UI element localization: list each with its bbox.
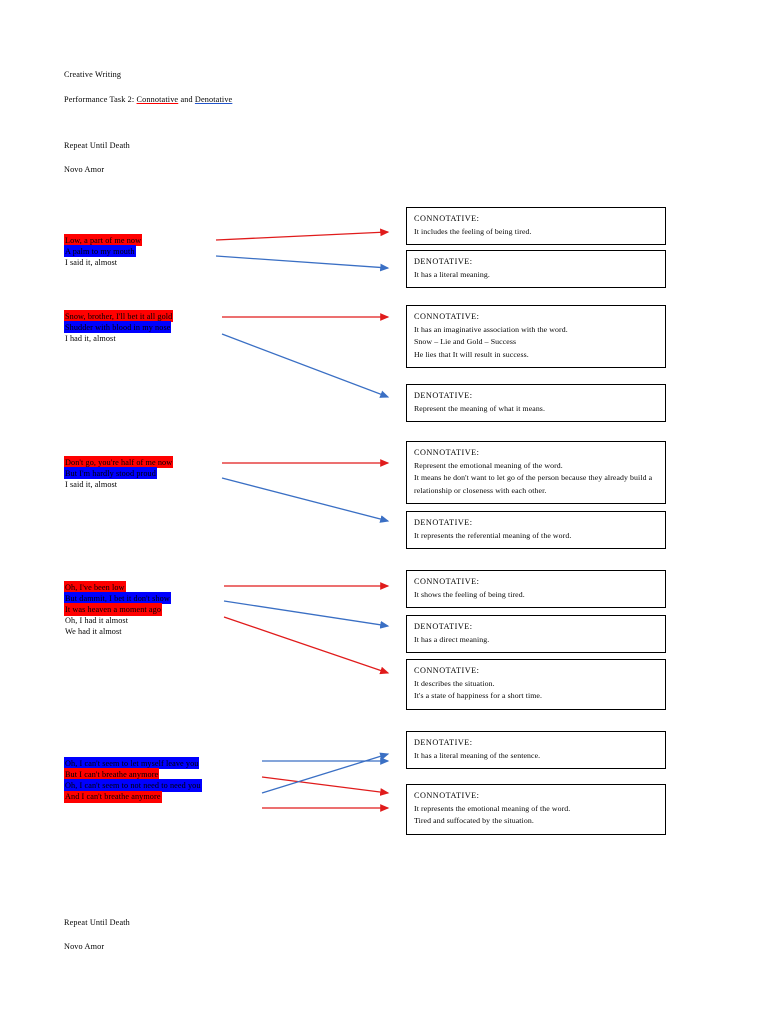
- stanza-5: Oh, I can't seem to let myself leave you…: [64, 757, 202, 803]
- box-title: DENOTATIVE:: [414, 738, 473, 747]
- box-text: It represents the emotional meaning of t…: [414, 803, 571, 813]
- box-title: DENOTATIVE:: [414, 518, 473, 527]
- stanza-4: Oh, I've been low But dammit, I bet it d…: [64, 581, 171, 637]
- arrow-connotative: [223, 616, 390, 675]
- definition-box-connotative: CONNOTATIVE: It shows the feeling of bei…: [406, 570, 666, 608]
- course-title: Creative Writing: [64, 70, 122, 79]
- lyric-line: Oh, I've been low: [64, 581, 171, 594]
- lyric-text: A palm to my mouth: [64, 245, 136, 258]
- lyric-text: Don't go, you're half of me now: [64, 456, 174, 469]
- box-text: It has a direct meaning.: [414, 634, 490, 644]
- arrow-connotative: [261, 776, 390, 796]
- arrow-denotative: [215, 255, 390, 272]
- box-text: Snow – Lie and Gold – Success: [414, 337, 517, 346]
- arrow-denotative: [223, 600, 390, 629]
- box-text: It represents the referential meaning of…: [414, 530, 572, 540]
- box-title: DENOTATIVE:: [414, 622, 473, 631]
- task-conjunction: and: [180, 95, 193, 104]
- box-text: It describes the situation.: [414, 678, 495, 688]
- lyric-text: Shudder with blood in my nose: [64, 321, 172, 334]
- artist-name: Novo Amor: [64, 165, 105, 174]
- box-text: It includes the feeling of being tired.: [414, 226, 532, 236]
- stanza-3: Don't go, you're half of me now But I'm …: [64, 456, 174, 490]
- lyric-text: Oh, I can't seem to let myself leave you: [64, 757, 200, 770]
- lyric-line: But I'm hardly stood proud: [64, 467, 173, 480]
- lyric-line: Low, a part of me now: [64, 234, 143, 247]
- performance-task-line: Performance Task 2: Connotative and Deno…: [64, 95, 232, 105]
- box-title: CONNOTATIVE:: [414, 577, 480, 586]
- definition-box-denotative: DENOTATIVE: It has a literal meaning.: [406, 250, 666, 288]
- lyric-line: Oh, I had it almost: [64, 615, 171, 626]
- lyric-line: And I can't breathe anymore: [64, 790, 202, 803]
- box-text: Tired and suffocated by the situation.: [414, 816, 534, 825]
- song-title: Repeat Until Death: [64, 141, 130, 150]
- lyric-line: Oh, I can't seem to not need to need you: [64, 779, 202, 792]
- box-title: CONNOTATIVE:: [414, 214, 480, 223]
- lyric-text: I said it, almost: [65, 257, 118, 267]
- footer-artist-name: Novo Amor: [64, 942, 105, 951]
- lyric-line: We had it almost: [64, 626, 171, 637]
- lyric-text: Oh, I can't seem to not need to need you: [64, 779, 202, 792]
- lyric-text: But dammit, I bet it don't show: [64, 592, 171, 605]
- lyric-line: But dammit, I bet it don't show: [64, 592, 171, 605]
- lyric-line: A palm to my mouth: [64, 245, 142, 258]
- definition-box-connotative: CONNOTATIVE: It describes the situation.…: [406, 659, 666, 710]
- box-text: It has a literal meaning of the sentence…: [414, 750, 541, 760]
- lyric-line: It was heaven a moment ago: [64, 603, 171, 616]
- box-title: CONNOTATIVE:: [414, 312, 480, 321]
- lyric-text: And I can't breathe anymore: [64, 790, 162, 803]
- lyric-text: It was heaven a moment ago: [64, 603, 163, 616]
- definition-box-connotative: CONNOTATIVE: It includes the feeling of …: [406, 207, 666, 245]
- box-text: He lies that It will result in success.: [414, 349, 529, 359]
- lyric-line: But I can't breathe anymore: [64, 768, 202, 781]
- task-prefix: Performance Task 2:: [64, 95, 135, 104]
- box-title: CONNOTATIVE:: [414, 448, 480, 457]
- arrow-denotative: [261, 752, 390, 794]
- task-term-connotative: Connotative: [136, 95, 179, 104]
- lyric-text: Snow, brother, I'll bet it all gold: [64, 310, 174, 323]
- definition-box-connotative: CONNOTATIVE: It represents the emotional…: [406, 784, 666, 835]
- definition-box-denotative: DENOTATIVE: It has a direct meaning.: [406, 615, 666, 653]
- lyric-text: Oh, I've been low: [64, 581, 126, 594]
- box-text: Represent the meaning of what it means.: [414, 403, 545, 413]
- lyric-line: Oh, I can't seem to let myself leave you: [64, 757, 202, 770]
- arrow-denotative: [221, 333, 390, 398]
- lyric-line: Don't go, you're half of me now: [64, 456, 174, 469]
- lyric-text: But I can't breathe anymore: [64, 768, 160, 781]
- box-text: It's a state of happiness for a short ti…: [414, 691, 543, 700]
- lyric-text: Oh, I had it almost: [65, 616, 129, 626]
- lyric-line: I said it, almost: [64, 256, 142, 267]
- box-text: It has a literal meaning.: [414, 269, 490, 279]
- definition-box-denotative: DENOTATIVE: Represent the meaning of wha…: [406, 384, 666, 422]
- lyric-line: I said it, almost: [64, 478, 173, 489]
- arrow-connotative: [215, 228, 390, 241]
- box-title: DENOTATIVE:: [414, 257, 473, 266]
- box-title: DENOTATIVE:: [414, 391, 473, 400]
- definition-box-connotative: CONNOTATIVE: It has an imaginative assoc…: [406, 305, 666, 368]
- definition-box-connotative: CONNOTATIVE: Represent the emotional mea…: [406, 441, 666, 504]
- footer-song-title: Repeat Until Death: [64, 918, 130, 927]
- box-title: CONNOTATIVE:: [414, 666, 480, 675]
- lyric-line: Shudder with blood in my nose: [64, 321, 173, 334]
- lyric-line: I had it, almost: [64, 332, 173, 343]
- lyric-text: We had it almost: [65, 627, 122, 637]
- lyric-line: Snow, brother, I'll bet it all gold: [64, 310, 174, 323]
- definition-box-denotative: DENOTATIVE: It represents the referentia…: [406, 511, 666, 549]
- stanza-1: Low, a part of me now A palm to my mouth…: [64, 234, 143, 268]
- box-text: Represent the emotional meaning of the w…: [414, 460, 563, 470]
- lyric-text: Low, a part of me now: [64, 234, 143, 247]
- arrow-denotative: [221, 477, 390, 523]
- lyric-text: I said it, almost: [65, 479, 118, 489]
- stanza-2: Snow, brother, I'll bet it all gold Shud…: [64, 310, 174, 344]
- box-text: It has an imaginative association with t…: [414, 324, 568, 334]
- box-text: It means he don't want to let go of the …: [414, 473, 653, 495]
- lyric-text: I had it, almost: [65, 333, 116, 343]
- task-term-denotative: Denotative: [194, 95, 233, 104]
- definition-box-denotative: DENOTATIVE: It has a literal meaning of …: [406, 731, 666, 769]
- box-title: CONNOTATIVE:: [414, 791, 480, 800]
- lyric-text: But I'm hardly stood proud: [64, 467, 157, 480]
- box-text: It shows the feeling of being tired.: [414, 589, 525, 599]
